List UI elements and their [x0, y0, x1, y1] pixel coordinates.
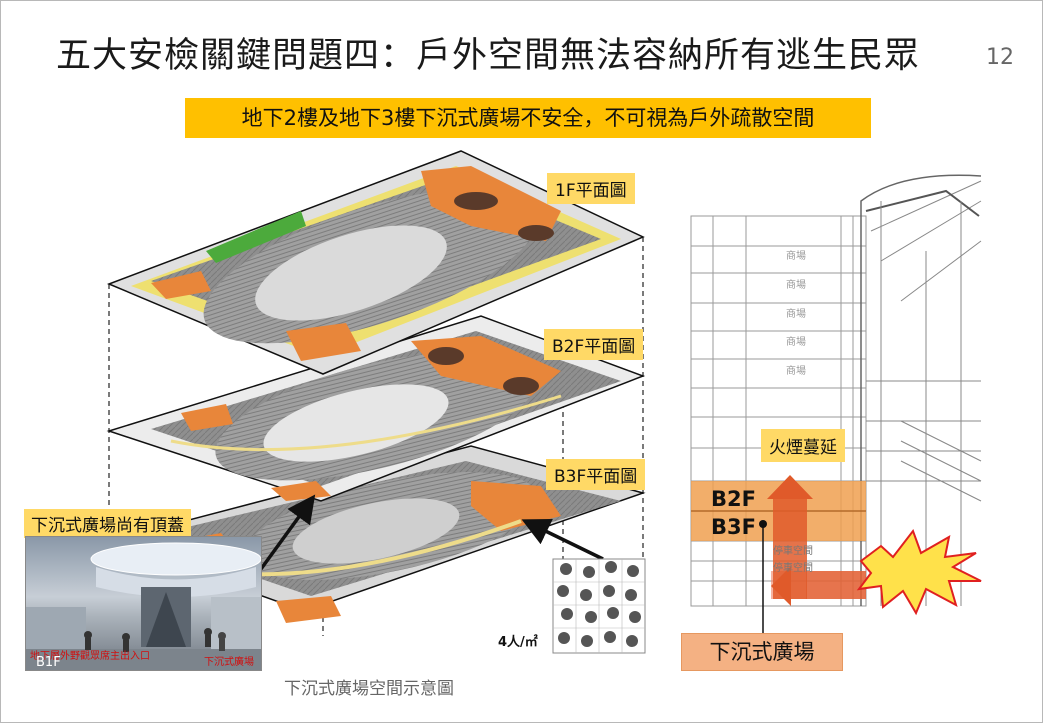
photo-level-text: B1F — [36, 655, 61, 670]
slide-title: 五大安檢關鍵問題四：戶外空間無法容納所有逃生民眾 — [56, 36, 921, 76]
floor-label-b3f: B3F平面圖 — [546, 459, 646, 490]
plaza-arrow-right — [521, 519, 604, 561]
floor-label-1f: 1F平面圖 — [547, 173, 635, 204]
plaza-photo: 地下層外野觀眾席主出入口 下沉式廣場 B1F — [25, 536, 262, 671]
section-b2f-label: B2F — [711, 487, 756, 511]
fire-spread-label: 火煙蔓延 — [761, 429, 845, 462]
1f-plan — [106, 150, 645, 375]
sunken-plaza-label: 下沉式廣場 — [681, 633, 843, 671]
subtitle-banner: 地下2樓及地下3樓下沉式廣場不安全，不可視為戶外疏散空間 — [185, 98, 871, 138]
shop-label-4: 商場 — [786, 364, 806, 377]
photo-plaza-text: 下沉式廣場 — [204, 657, 254, 668]
parking-label-1: 停車空間 — [773, 561, 813, 574]
page-number: 12 — [986, 45, 1014, 70]
photo-tag: 下沉式廣場尚有頂蓋 — [24, 509, 191, 538]
section-b3f-label: B3F — [711, 515, 756, 539]
plaza-photo-illustration — [26, 542, 261, 670]
section-drawing — [690, 174, 982, 633]
density-label: 4人/㎡ — [498, 635, 538, 650]
shop-label-3: 商場 — [786, 335, 806, 348]
density-diagram — [552, 558, 646, 654]
shop-label-0: 商場 — [786, 249, 806, 262]
plaza-arrow-left — [259, 494, 316, 571]
shop-label-1: 商場 — [786, 278, 806, 291]
floor-label-b2f: B2F平面圖 — [544, 329, 644, 360]
photo-entrance-text: 地下層外野觀眾席主出入口 — [30, 651, 150, 662]
shop-label-2: 商場 — [786, 307, 806, 320]
parking-label-0: 停車空間 — [773, 544, 813, 557]
b2f-plan — [106, 315, 646, 502]
diagram-caption: 下沉式廣場空間示意圖 — [284, 679, 454, 699]
